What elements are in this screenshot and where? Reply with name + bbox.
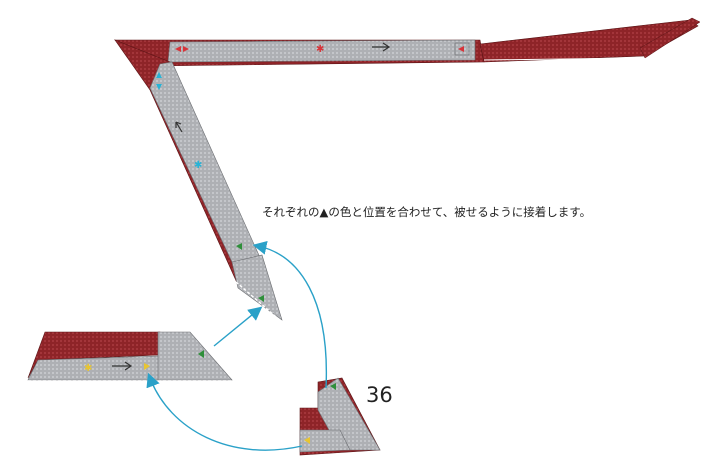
triangle-marker-icon	[458, 46, 464, 52]
triangle-marker-icon	[175, 46, 181, 52]
diagonal-arm-markers: ✱	[156, 72, 264, 302]
triangle-marker-icon	[330, 383, 336, 390]
step-number: 36	[366, 383, 393, 407]
triangle-marker-icon	[258, 295, 264, 302]
star-marker-icon: ✱	[194, 160, 202, 171]
top-arm	[114, 17, 701, 67]
direction-arrow-icon	[112, 361, 133, 371]
curved-arrow-icon	[213, 306, 263, 347]
top-arm-markers: ✱	[175, 42, 470, 56]
curved-arrow-icon	[252, 240, 328, 389]
triangle-marker-icon	[198, 350, 204, 358]
direction-arrow-icon	[175, 121, 183, 133]
diagonal-arm	[114, 39, 283, 323]
triangle-marker-icon	[156, 84, 162, 90]
star-marker-icon: ✱	[316, 44, 324, 55]
curved-arrow-icon	[146, 372, 303, 451]
lower-left-piece: ✱	[27, 331, 233, 382]
triangle-marker-icon	[304, 437, 310, 444]
direction-arrow-icon	[372, 42, 391, 52]
triangle-marker-icon	[236, 243, 242, 250]
guide-arrows	[146, 240, 328, 451]
instruction-text: それぞれの▲の色と位置を合わせて、被せるように接着します。	[262, 205, 592, 219]
triangle-marker-icon	[144, 363, 150, 370]
triangle-marker-icon	[156, 72, 162, 78]
bottom-right-piece	[299, 377, 381, 456]
triangle-marker-icon	[183, 46, 189, 52]
star-marker-icon: ✱	[84, 363, 92, 374]
